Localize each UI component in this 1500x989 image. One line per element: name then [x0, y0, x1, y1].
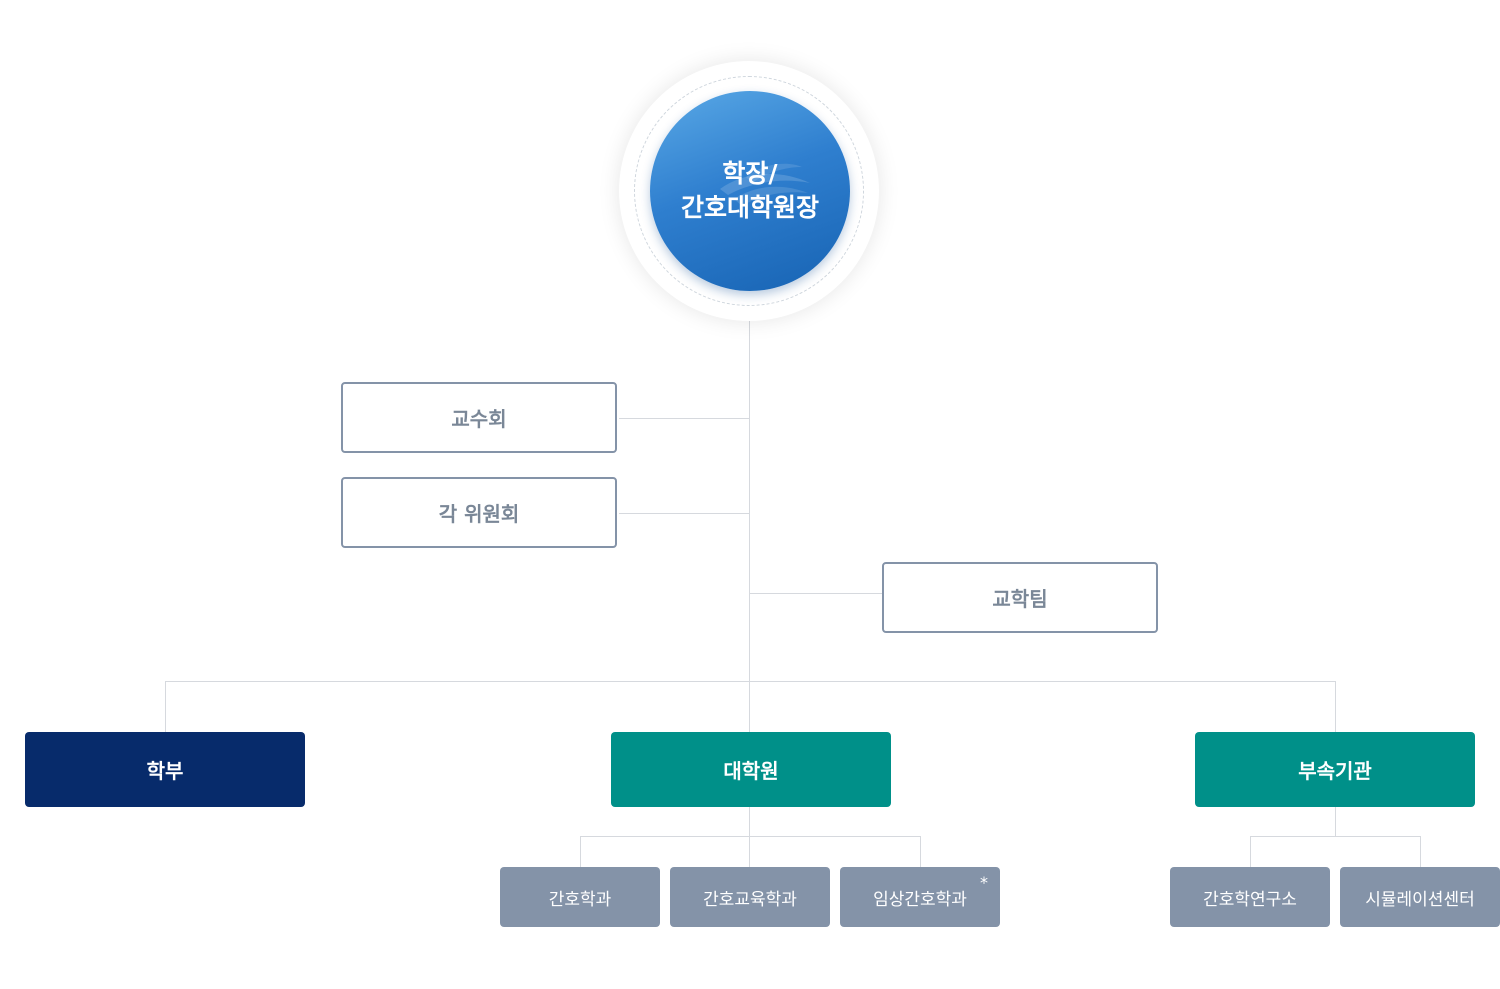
committees-box[interactable]: 각 위원회 [341, 477, 617, 548]
head-dashed-ring [634, 76, 864, 306]
simulation-center-box[interactable]: 시뮬레이션센터 [1340, 867, 1500, 927]
graduate-sub-drop-1 [580, 836, 581, 868]
connector-committees [619, 513, 750, 514]
graduate-sub-bar [580, 836, 921, 837]
nursing-research-institute-box[interactable]: 간호학연구소 [1170, 867, 1330, 927]
connector-council [619, 418, 750, 419]
graduate-box[interactable]: 대학원 [611, 732, 891, 807]
head-title-line1: 학장/ [722, 159, 778, 188]
faculty-council-label: 교수회 [451, 407, 507, 431]
dept-nursing-education-box[interactable]: 간호교육학과 [670, 867, 830, 927]
undergrad-box[interactable]: 학부 [25, 732, 305, 807]
affiliated-box[interactable]: 부속기관 [1195, 732, 1475, 807]
affiliated-label: 부속기관 [1298, 759, 1372, 783]
committees-label: 각 위원회 [438, 502, 520, 526]
simulation-center-label: 시뮬레이션센터 [1365, 889, 1475, 910]
head-title-line2: 간호대학원장 [680, 193, 819, 222]
affiliated-stem [1335, 806, 1336, 837]
connector-undergrad [165, 681, 166, 733]
dept-nursing-box[interactable]: 간호학과 [500, 867, 660, 927]
connector-office [749, 593, 882, 594]
division-bar [165, 681, 1336, 682]
dept-clinical-nursing-box[interactable]: 임상간호학과 * [840, 867, 1000, 927]
affiliated-sub-drop-1 [1250, 836, 1251, 868]
academic-office-label: 교학팀 [992, 587, 1048, 611]
trunk-line [749, 300, 750, 733]
faculty-council-box[interactable]: 교수회 [341, 382, 617, 453]
connector-affiliated [1335, 681, 1336, 733]
nursing-research-institute-label: 간호학연구소 [1203, 889, 1297, 910]
dept-nursing-education-label: 간호교육학과 [703, 889, 797, 910]
dept-nursing-label: 간호학과 [548, 889, 612, 910]
dept-clinical-nursing-label: 임상간호학과 [873, 889, 967, 910]
undergrad-label: 학부 [146, 759, 184, 783]
graduate-label: 대학원 [723, 759, 779, 783]
head-node: 학장/ 간호대학원장 [650, 91, 850, 291]
graduate-stem [749, 806, 750, 868]
asterisk-mark: * [980, 873, 988, 892]
academic-office-box[interactable]: 교학팀 [882, 562, 1158, 633]
affiliated-sub-bar [1250, 836, 1421, 837]
graduate-sub-drop-3 [920, 836, 921, 868]
affiliated-sub-drop-2 [1420, 836, 1421, 868]
wave-emblem-icon [720, 163, 810, 206]
